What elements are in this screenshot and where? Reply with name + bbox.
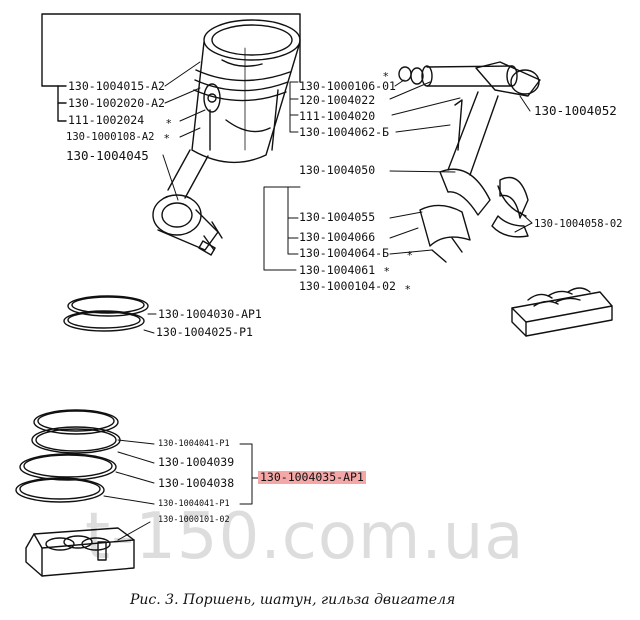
star-mark: * [164, 132, 170, 145]
piston-pin [398, 65, 518, 87]
leader-lines-left [162, 61, 206, 201]
part-label: 111-1002024 [68, 113, 145, 127]
part-label: 130-1000106-01 [299, 79, 396, 93]
part-label: 130-1004015-А2 [68, 79, 165, 93]
part-label: 130-1004025-Р1 [156, 325, 253, 339]
rod-group-bracket [263, 81, 301, 271]
part-label: 130-1004062-Б [299, 125, 390, 139]
part-label: 130-1004064-Б [299, 246, 390, 260]
star-mark: * [383, 70, 389, 83]
connecting-rod-left [152, 149, 223, 256]
connecting-rod-right [419, 61, 541, 263]
part-label: 130-1002020-А2 [68, 96, 165, 110]
part-label: 130-1000108-А2 [66, 131, 155, 143]
watermark: t-150.com.ua [85, 500, 525, 574]
part-label: 130-1004039 [158, 455, 235, 469]
part-label: 120-1004022 [299, 93, 376, 107]
oil-rings [15, 409, 155, 505]
part-label: 130-1004058-02 [534, 218, 623, 230]
star-mark: * [384, 265, 390, 278]
ring-set-box [25, 521, 151, 577]
part-label: 130-1004055 [299, 210, 376, 224]
bearing-set-box [511, 287, 613, 337]
part-label: 130-1004030-АР1 [158, 307, 262, 321]
part-label: 130-1000104-02 [299, 279, 396, 293]
part-label: 130-1004038 [158, 476, 235, 490]
part-label: 130-1000101-02 [158, 515, 230, 525]
star-mark: * [166, 117, 172, 130]
figure-caption: Рис. 3. Поршень, шатун, гильза двигателя [130, 592, 456, 608]
part-label: 130-1004041-Р1 [158, 499, 230, 509]
part-label: 130-1004066 [299, 230, 376, 244]
leader-lines-right [389, 79, 533, 255]
part-label: 130-1004041-Р1 [158, 439, 230, 449]
piston-group-bracket [41, 13, 301, 122]
part-label: 111-1004020 [299, 109, 376, 123]
compression-rings [63, 295, 157, 334]
part-label: 130-1004061 [299, 263, 376, 277]
piston-and-liner [191, 19, 301, 164]
part-label: 130-1004052 [534, 103, 617, 118]
ring-set-bracket [239, 443, 259, 505]
star-mark: * [407, 249, 413, 262]
part-label: 130-1004050 [299, 163, 376, 177]
part-label: 130-1004045 [66, 148, 149, 163]
highlighted-part-label[interactable]: 130-1004035-АР1 [258, 470, 366, 484]
star-mark: * [405, 283, 411, 296]
